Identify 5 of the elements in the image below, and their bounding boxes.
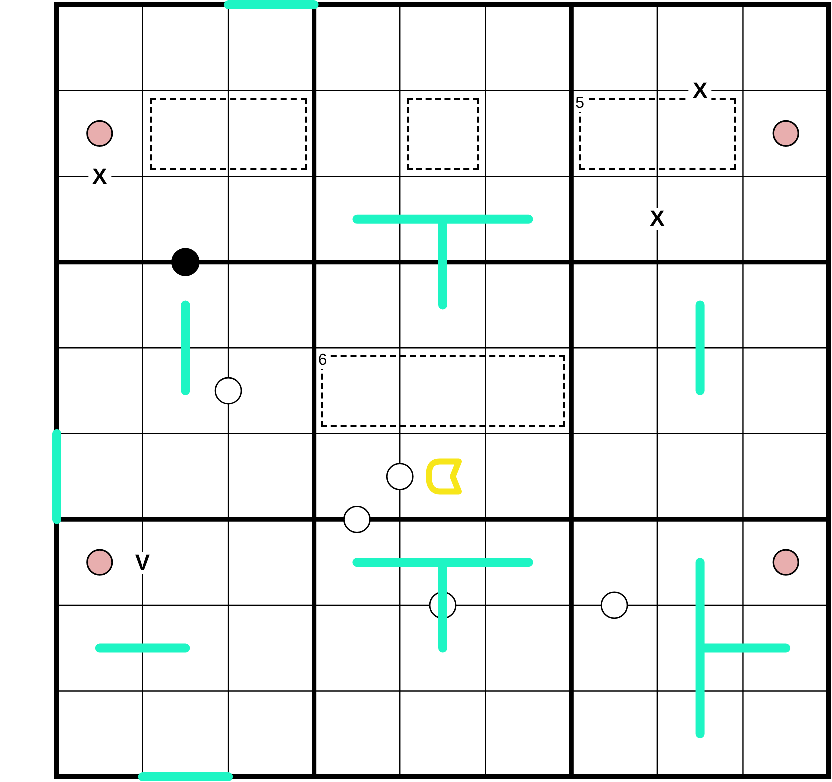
cage-sum: 5 (574, 96, 586, 112)
cage-sum: 6 (317, 353, 328, 370)
cage-outline (407, 98, 479, 170)
cage-outline (150, 98, 308, 170)
clue-letter: X (688, 80, 712, 102)
